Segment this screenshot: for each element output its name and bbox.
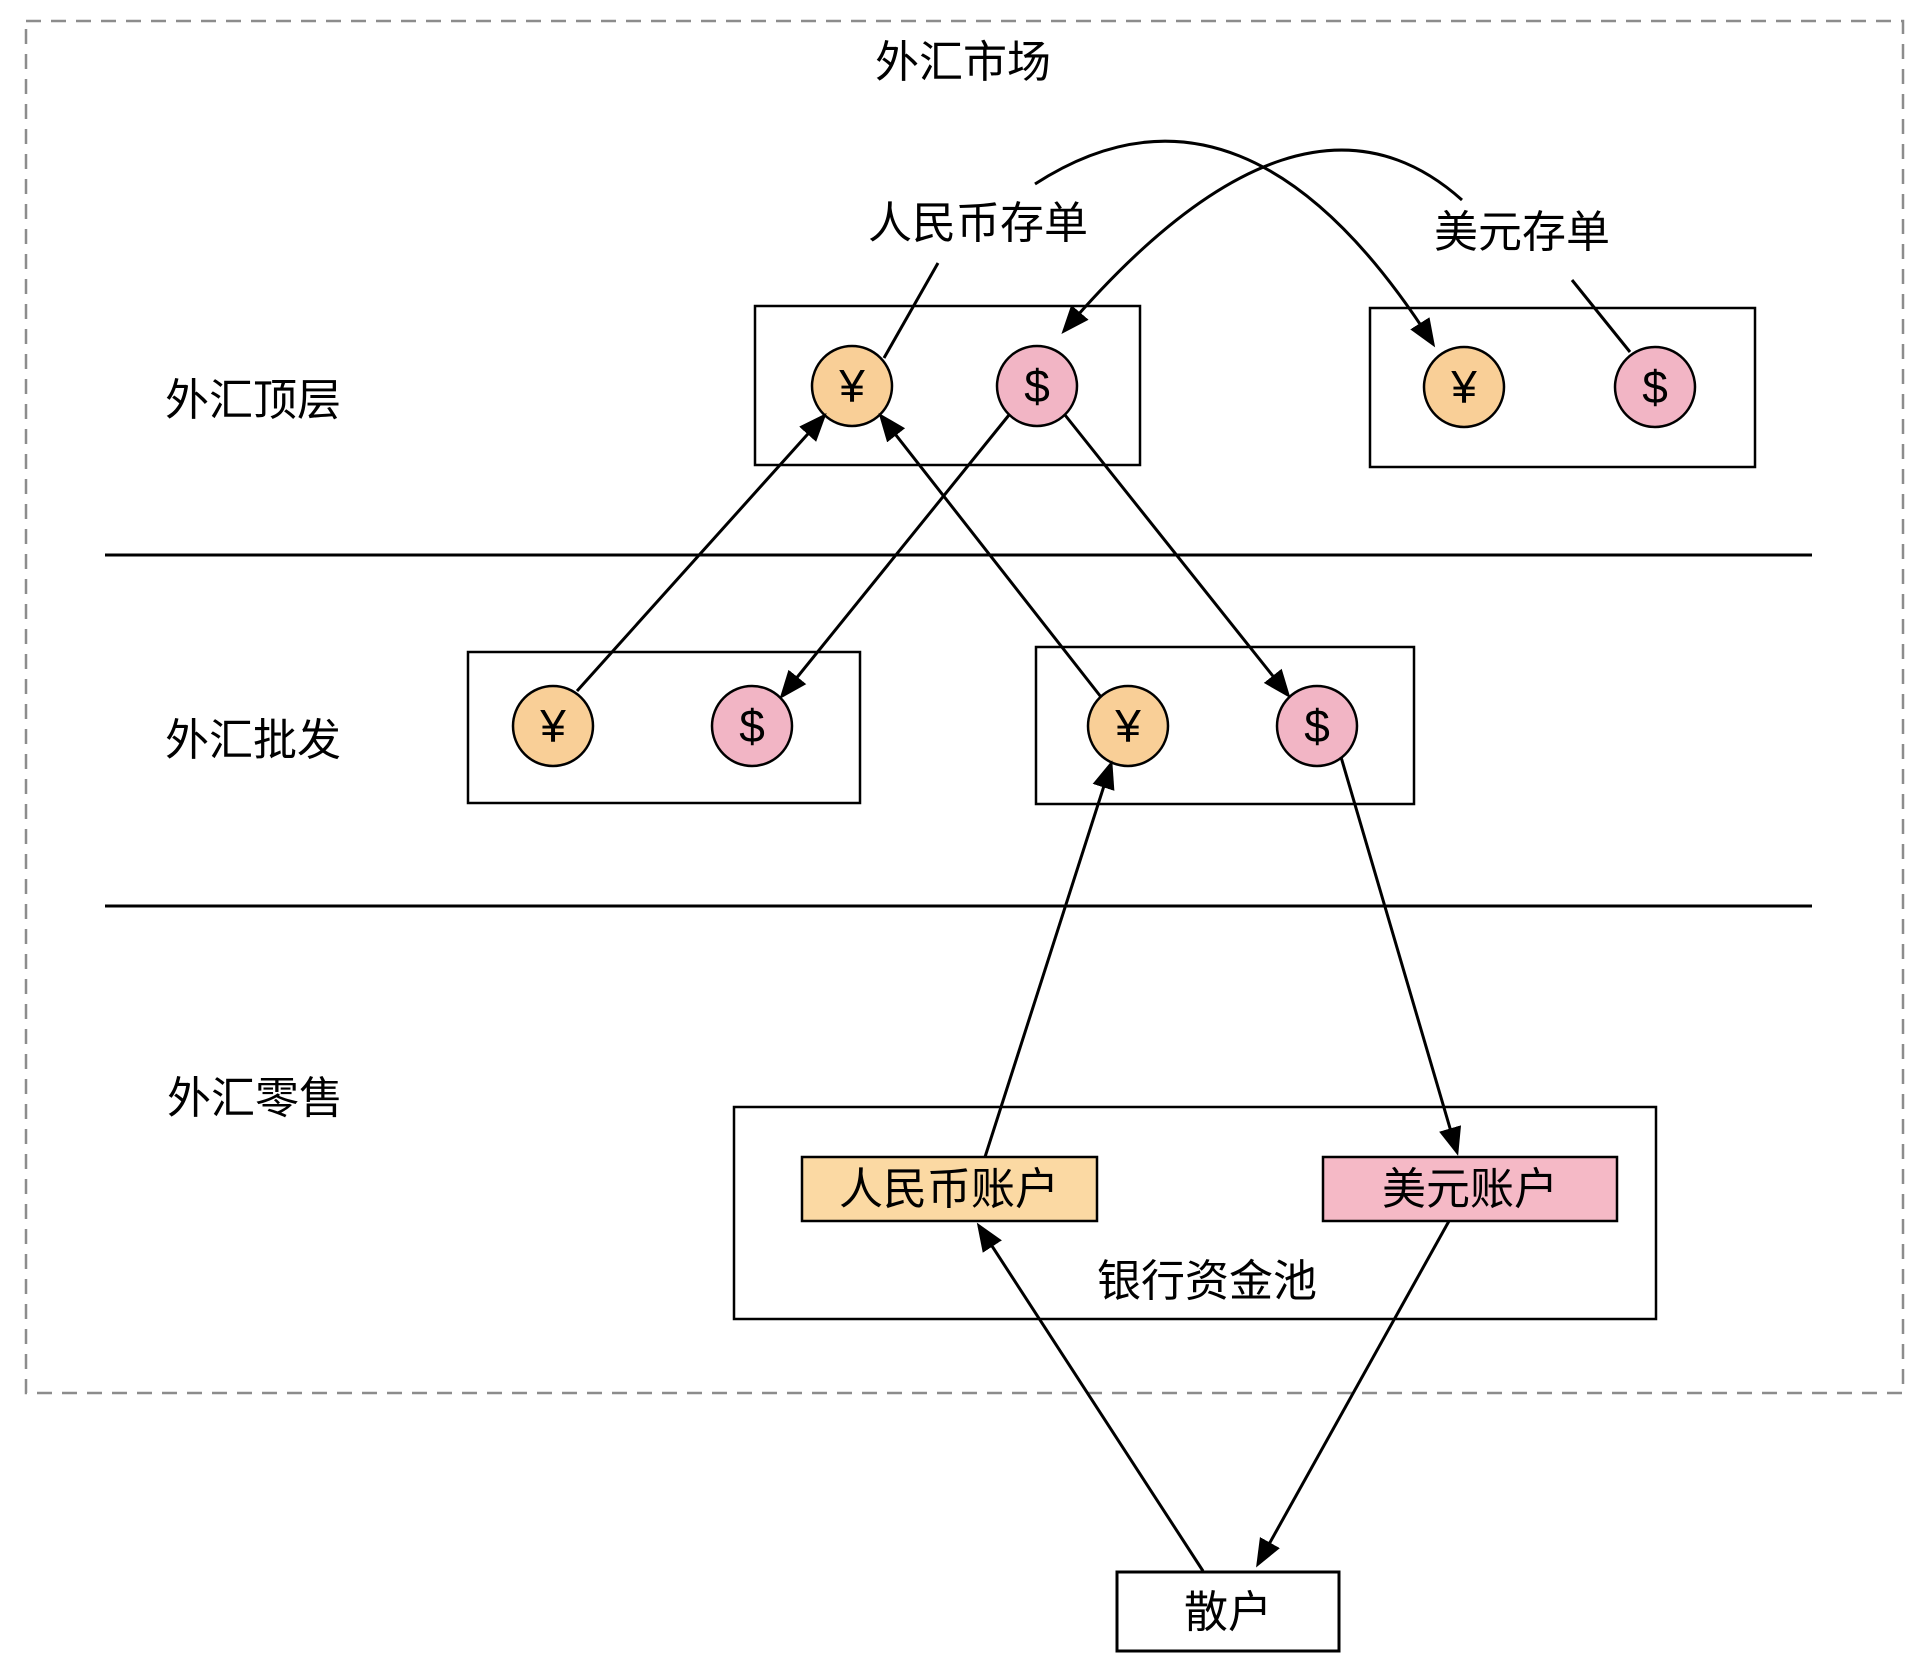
usd-symbol-top-left: $	[1024, 360, 1050, 412]
usd-circle-wholesale-right	[1275, 684, 1359, 768]
retail-investor-box: 散户	[1115, 1570, 1341, 1653]
cny-deposit-connector-line	[882, 262, 940, 359]
cny-deposit-label: 人民币存单	[868, 199, 1088, 248]
diagram-title: 外汇市场	[875, 38, 1051, 87]
retail-investor-frame	[1115, 1570, 1341, 1653]
usd-circle-wholesale-left	[710, 684, 794, 768]
usd-account-label: 美元账户	[1382, 1165, 1558, 1214]
usd-circle-top-right	[1613, 345, 1697, 429]
arrow-wholesale-right-cny-to-top-cny	[878, 412, 1103, 698]
cny-account-label: 人民币账户	[839, 1165, 1059, 1214]
cny-circle-top-right	[1422, 345, 1506, 429]
arrow-top-usd-to-wholesale-right-usd	[1063, 414, 1291, 699]
usd-deposit-label: 美元存单	[1434, 208, 1610, 257]
arrow-usd-account-to-retail-investor	[1256, 1220, 1451, 1568]
usd-account-box	[1321, 1155, 1619, 1223]
usd-deposit-connector-line	[1570, 279, 1632, 353]
usd-symbol-top-right: $	[1642, 361, 1668, 413]
arrow-top-usd-to-wholesale-left-usd	[779, 414, 1011, 700]
top-tier-box-right-frame	[1368, 306, 1757, 469]
usd-circle-top-left	[995, 344, 1079, 428]
arrow-cny-account-to-wholesale-right-cny	[983, 760, 1115, 1158]
bank-pool-label: 银行资金池	[1097, 1257, 1317, 1306]
usd-symbol-wholesale-right: $	[1304, 700, 1330, 752]
usd-symbol-wholesale-left: $	[739, 700, 765, 752]
top-tier-box-left-frame	[753, 304, 1142, 467]
top-tier-box-right: ¥ $	[1368, 306, 1757, 469]
top-tier-box-left: ¥ $	[753, 304, 1142, 467]
cny-circle-wholesale-right	[1086, 684, 1170, 768]
wholesale-box-left-frame	[466, 650, 862, 805]
wholesale-box-right: ¥ $	[1034, 645, 1416, 806]
cny-circle-top-left	[810, 344, 894, 428]
cny-circle-wholesale-left	[511, 684, 595, 768]
arrow-wholesale-right-usd-to-usd-account	[1339, 756, 1462, 1156]
retail-investor-label: 散户	[1184, 1588, 1272, 1637]
cny-deposit-arc-to-right-box	[1034, 139, 1436, 348]
cny-account-box	[800, 1155, 1099, 1223]
cny-symbol-wholesale-left: ¥	[539, 700, 566, 752]
fx-market-dashed-border	[24, 19, 1905, 1395]
arrow-wholesale-left-cny-to-top-cny	[575, 413, 827, 693]
arrow-retail-investor-to-cny-account	[976, 1222, 1205, 1572]
bank-pool-frame	[732, 1105, 1658, 1321]
usd-deposit-arc-to-left-box	[1061, 148, 1463, 335]
bank-pool-box: 人民币账户 美元账户 银行资金池	[732, 1105, 1658, 1321]
tier-label-retail: 外汇零售	[167, 1074, 343, 1123]
wholesale-box-left: ¥ $	[466, 650, 862, 805]
tier-label-top: 外汇顶层	[165, 376, 341, 425]
tier-label-wholesale: 外汇批发	[165, 716, 341, 765]
cny-symbol-top-left: ¥	[838, 360, 865, 412]
cny-symbol-wholesale-right: ¥	[1114, 700, 1141, 752]
wholesale-box-right-frame	[1034, 645, 1416, 806]
cny-symbol-top-right: ¥	[1450, 361, 1477, 413]
